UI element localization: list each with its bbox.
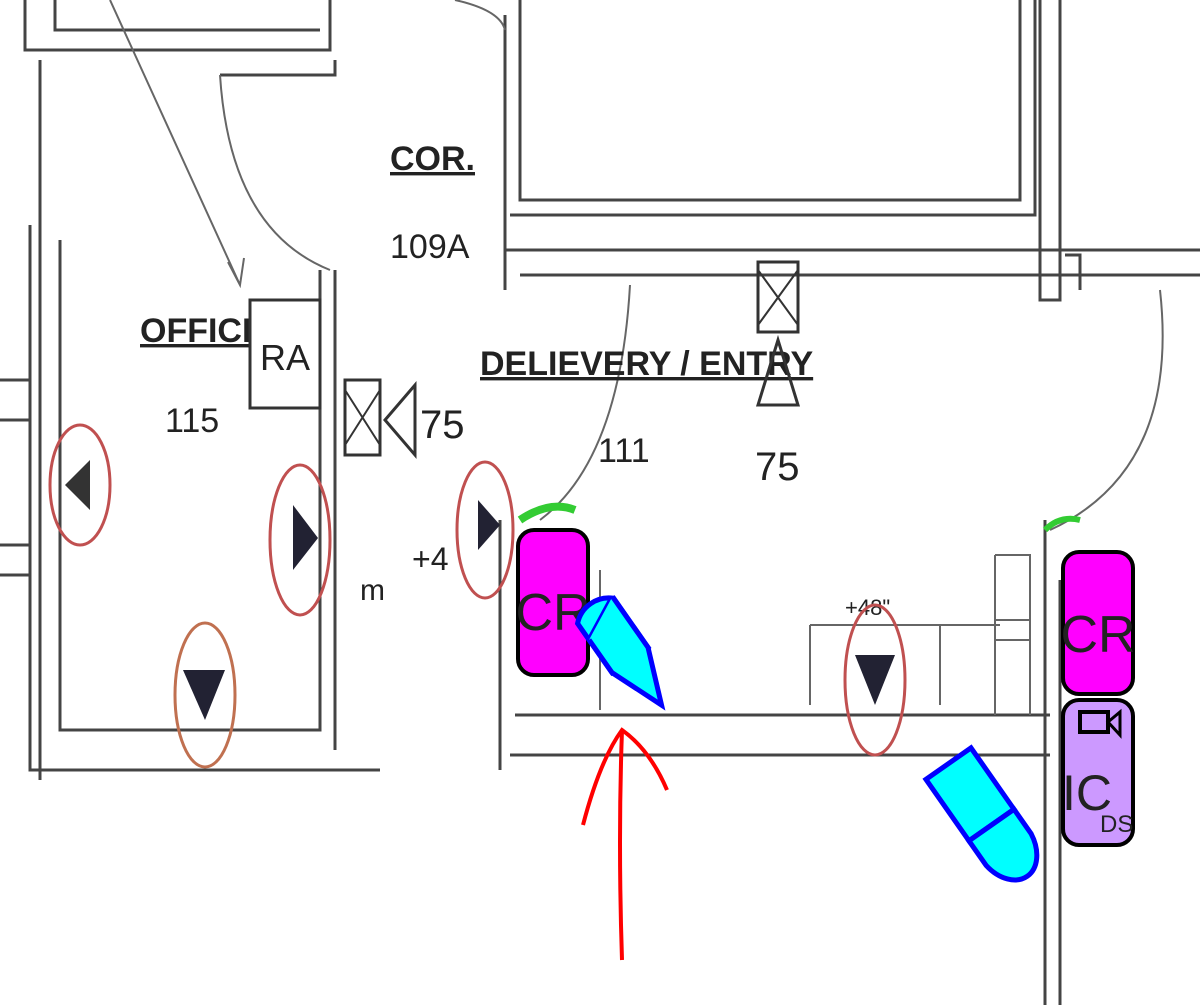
circled-marker-icon — [48, 423, 112, 547]
speaker-icon — [343, 378, 417, 460]
corridor-number: 109A — [390, 228, 470, 266]
ra-label: RA — [260, 337, 310, 378]
height-left: +4 — [412, 541, 448, 577]
circled-marker-icon — [455, 460, 515, 600]
card-reader-1: CR — [515, 528, 591, 677]
camera-icon — [922, 744, 1040, 883]
intercom: IC DS — [1061, 698, 1135, 847]
delivery-name: DELIEVERY / ENTRY — [480, 345, 813, 383]
circled-marker-icon — [843, 603, 907, 757]
speaker-left-value: 75 — [420, 403, 465, 447]
corridor-name: COR. — [390, 140, 475, 178]
wall-mark: m — [360, 574, 385, 607]
speaker-icon — [755, 260, 801, 407]
card-reader-1-label: CR — [515, 584, 590, 642]
intercom-label: IC — [1062, 765, 1112, 821]
circled-marker-icon — [173, 621, 237, 769]
camera-icon — [1078, 708, 1122, 739]
card-reader-2: CR — [1060, 550, 1136, 696]
office-name: OFFICE — [140, 312, 265, 350]
camera-icon — [574, 595, 666, 711]
door-contact — [1042, 515, 1081, 533]
card-reader-2-label: CR — [1060, 606, 1135, 664]
door-contact — [517, 502, 577, 524]
intercom-sub-label: DS — [1100, 811, 1133, 838]
office-number: 115 — [165, 402, 219, 440]
delivery-number: 111 — [598, 432, 650, 470]
ra-box — [248, 298, 322, 410]
speaker-right-value: 75 — [755, 445, 800, 489]
circled-marker-icon — [268, 463, 332, 617]
annotation-arrow — [581, 727, 669, 961]
